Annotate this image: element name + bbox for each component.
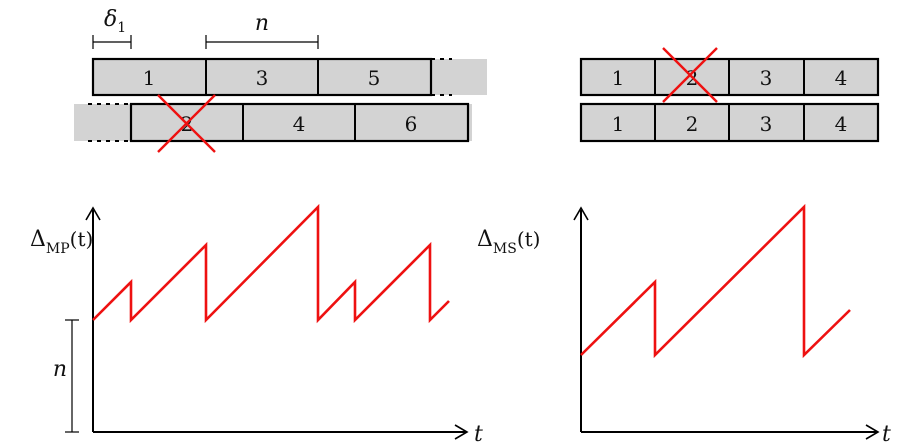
row1-blocks: 1 3 5 — [91, 57, 487, 97]
right-row1-block-label: 4 — [835, 66, 848, 90]
left-block-diagram: δ1 n 1 3 5 — [74, 7, 487, 153]
n-label-top: n — [255, 11, 269, 36]
delta-label: δ1 — [104, 7, 126, 36]
row2-block-label: 6 — [405, 112, 418, 136]
lost-packet-cross-right — [662, 47, 718, 103]
right-row1-block-label: 1 — [612, 66, 625, 90]
left-age-plot: ΔMP(t) t n — [30, 203, 483, 444]
n-bracket-vertical — [65, 319, 79, 433]
n-label-vertical: n — [53, 357, 67, 382]
row2-blocks: 2 4 6 — [74, 102, 472, 143]
row1-block-label: 1 — [143, 66, 156, 90]
left-xlabel: t — [474, 422, 483, 444]
right-row1-block-label: 3 — [760, 66, 773, 90]
right-row1-blocks: 1 2 3 4 — [579, 57, 880, 97]
right-row2-block-label: 2 — [686, 112, 699, 136]
right-row2-block-label: 4 — [835, 112, 848, 136]
delta-bracket — [92, 35, 132, 49]
right-row2-blocks: 1 2 3 4 — [579, 102, 880, 143]
row1-block-label: 3 — [256, 66, 269, 90]
row1-block-label: 5 — [368, 66, 381, 90]
left-ylabel: ΔMP(t) — [30, 227, 93, 257]
left-age-curve — [92, 203, 450, 324]
right-age-curve — [580, 203, 851, 359]
right-age-plot: ΔMS(t) t — [477, 203, 891, 444]
row2-block-label: 4 — [293, 112, 306, 136]
right-ylabel: ΔMS(t) — [477, 227, 540, 257]
left-axes — [85, 206, 469, 440]
right-block-diagram: 1 2 3 4 1 2 3 4 — [579, 47, 880, 143]
right-xlabel: t — [882, 422, 891, 444]
right-row2-block-label: 3 — [760, 112, 773, 136]
right-row2-block-label: 1 — [612, 112, 625, 136]
lost-packet-cross-left — [157, 94, 216, 153]
right-axes — [573, 206, 880, 440]
n-bracket-top — [205, 35, 319, 49]
